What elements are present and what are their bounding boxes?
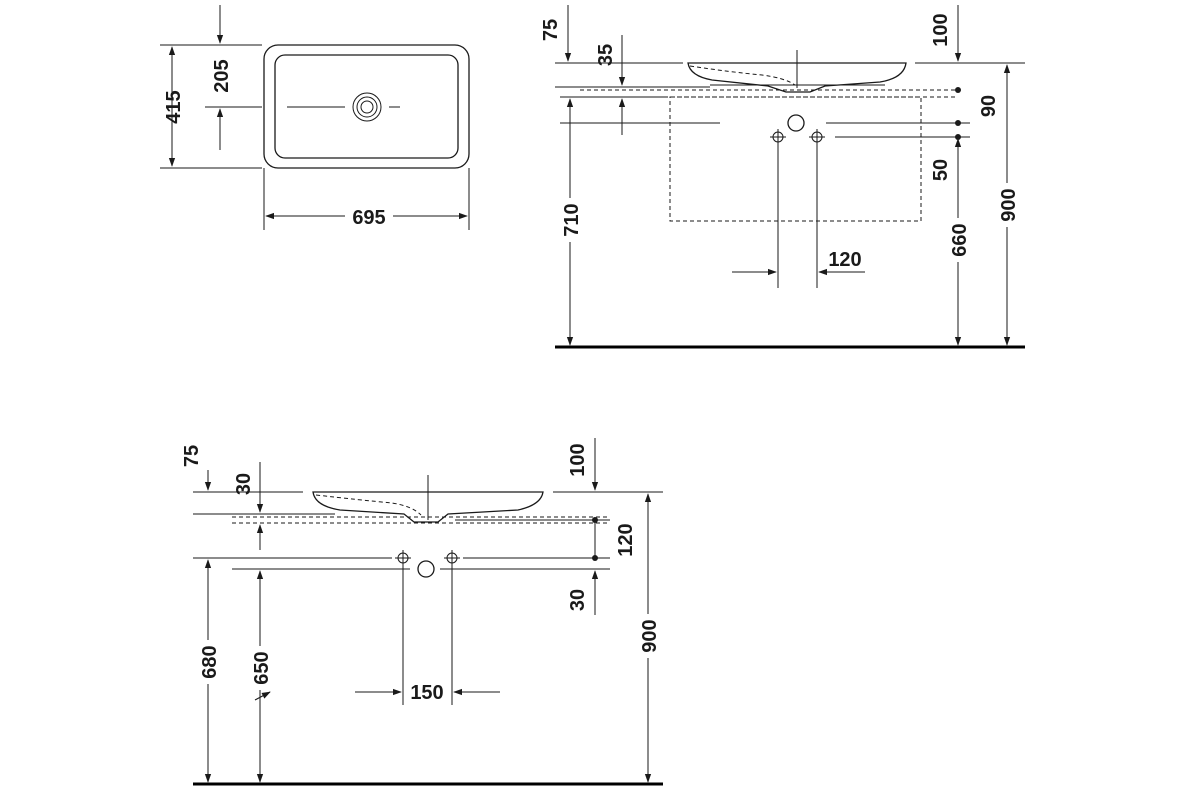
side-a-faucet-setback-label: 75	[540, 19, 562, 41]
basin-bowl-b	[312, 491, 544, 523]
side-a-drain-height-label: 710	[561, 203, 583, 236]
side-a-trap-drop-label: 90	[978, 95, 1000, 117]
side-a-total-height-label: 900	[998, 188, 1020, 221]
plan-view: 695 415 205	[160, 5, 470, 230]
side-a-valve-spacing-v-label: 50	[930, 159, 952, 181]
plan-width-label: 695	[352, 207, 385, 229]
plan-drain-offset-label: 205	[211, 59, 233, 92]
drain-symbol	[287, 92, 400, 122]
side-a-valve-spacing-h-label: 120	[828, 249, 861, 271]
side-b-total-height-label: 900	[639, 619, 661, 652]
side-b-valve-spacing-h-label: 150	[410, 682, 443, 704]
basin-inner-outline	[274, 54, 459, 159]
drain-outlet-b	[417, 560, 435, 578]
cabinet-outline-a	[669, 96, 922, 222]
side-view-b: 75 30 100 120 30 680 650 900 150	[181, 438, 663, 786]
side-a-valve-height-label: 660	[949, 223, 971, 256]
side-a-overhang-label: 100	[930, 13, 952, 46]
side-b-rim-height-label: 30	[233, 473, 255, 495]
side-b-faucet-setback-label: 75	[181, 445, 203, 467]
side-b-drain-height-label: 680	[199, 645, 221, 678]
basin-bowl-a	[687, 62, 907, 93]
drain-outlet-a	[787, 114, 805, 132]
basin-outer-outline	[263, 44, 470, 169]
side-b-overhang-label: 100	[567, 443, 589, 476]
side-b-valve-offset-label: 30	[567, 589, 589, 611]
side-b-drain-drop-label: 120	[615, 523, 637, 556]
side-a-rim-height-label: 35	[595, 44, 617, 66]
plan-depth-label: 415	[163, 90, 185, 123]
side-view-a: 75 35 100 90 50 710 660 900 120	[540, 5, 1025, 349]
side-b-valve-height-label: 650	[251, 651, 273, 684]
